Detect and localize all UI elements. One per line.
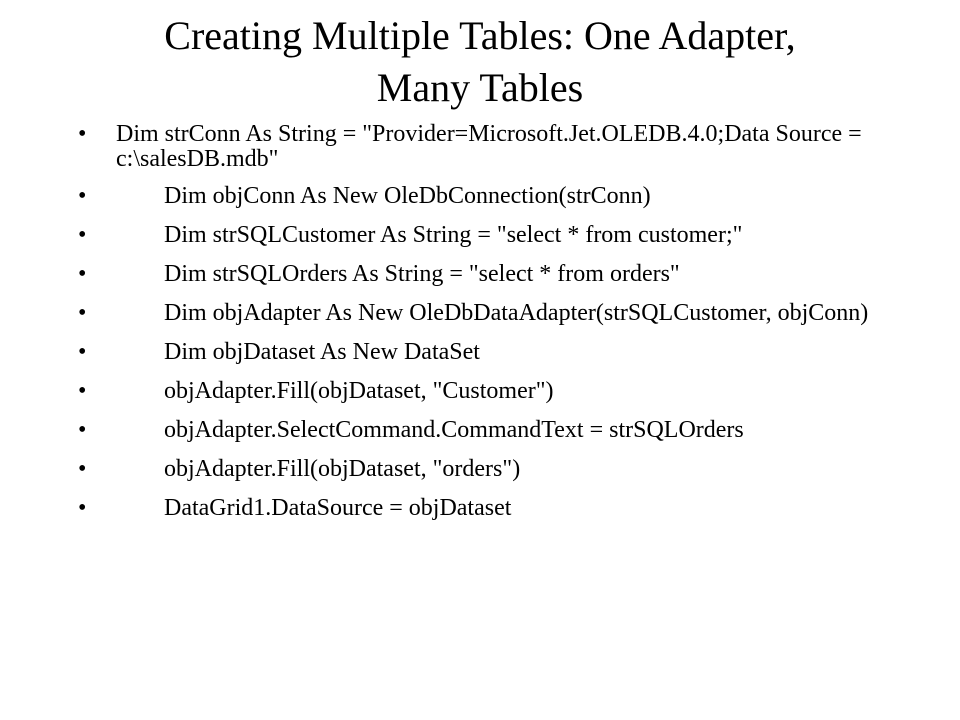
- slide-title-line-1: Creating Multiple Tables: One Adapter,: [164, 13, 796, 58]
- bullet-icon: •: [78, 495, 87, 521]
- bullet-icon: •: [78, 300, 87, 326]
- bullet-item: • Dim objAdapter As New OleDbDataAdapter…: [78, 301, 913, 326]
- bullet-text: Dim strSQLOrders As String = "select * f…: [116, 261, 680, 287]
- bullet-text: objAdapter.Fill(objDataset, "Customer"): [116, 378, 554, 404]
- bullet-item: • objAdapter.Fill(objDataset, "orders"): [78, 457, 913, 482]
- slide-title: Creating Multiple Tables: One Adapter, M…: [40, 10, 920, 114]
- bullet-text: Dim strConn As String = "Provider=Micros…: [116, 121, 868, 172]
- bullet-item: • objAdapter.SelectCommand.CommandText =…: [78, 418, 913, 443]
- bullet-text: objAdapter.Fill(objDataset, "orders"): [116, 456, 521, 482]
- bullet-icon: •: [78, 339, 87, 365]
- bullet-text: Dim strSQLCustomer As String = "select *…: [116, 222, 743, 248]
- slide-title-line-2: Many Tables: [376, 65, 584, 110]
- bullet-icon: •: [78, 121, 87, 147]
- bullet-item: • objAdapter.Fill(objDataset, "Customer"…: [78, 379, 913, 404]
- bullet-text: DataGrid1.DataSource = objDataset: [116, 495, 512, 521]
- bullet-item: • Dim strSQLOrders As String = "select *…: [78, 262, 913, 287]
- bullet-item: • Dim strConn As String = "Provider=Micr…: [78, 122, 913, 172]
- bullet-icon: •: [78, 183, 87, 209]
- bullet-icon: •: [78, 261, 87, 287]
- bullet-item: • DataGrid1.DataSource = objDataset: [78, 496, 913, 521]
- bullet-text: Dim objDataset As New DataSet: [116, 339, 480, 365]
- bullet-icon: •: [78, 456, 87, 482]
- bullet-list: • Dim strConn As String = "Provider=Micr…: [78, 122, 913, 535]
- bullet-icon: •: [78, 378, 87, 404]
- bullet-text: Dim objConn As New OleDbConnection(strCo…: [116, 183, 651, 209]
- bullet-text: Dim objAdapter As New OleDbDataAdapter(s…: [116, 300, 869, 326]
- bullet-icon: •: [78, 417, 87, 443]
- bullet-text: objAdapter.SelectCommand.CommandText = s…: [116, 417, 744, 443]
- bullet-item: • Dim objConn As New OleDbConnection(str…: [78, 184, 913, 209]
- bullet-item: • Dim strSQLCustomer As String = "select…: [78, 223, 913, 248]
- bullet-icon: •: [78, 222, 87, 248]
- bullet-item: • Dim objDataset As New DataSet: [78, 340, 913, 365]
